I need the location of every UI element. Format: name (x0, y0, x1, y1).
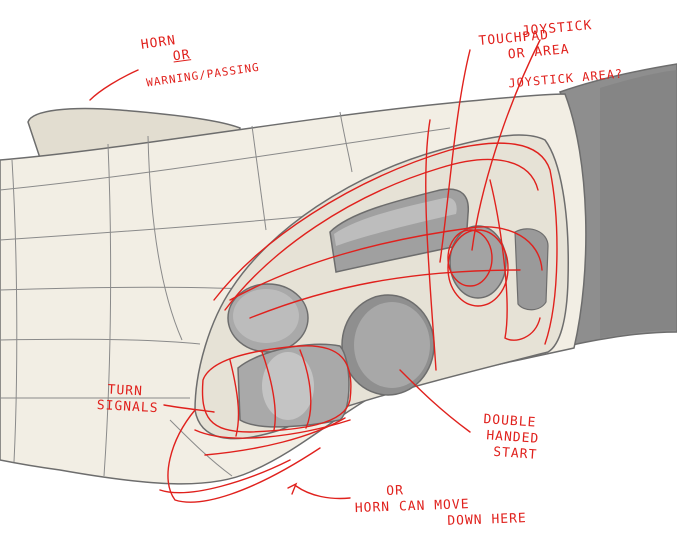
start-label: START (492, 444, 538, 463)
joystick (449, 225, 507, 299)
down-here-label: DOWN HERE (447, 511, 528, 529)
side-thumb-button (514, 228, 549, 311)
sketch-overdraw (89, 39, 558, 503)
signals-label: SIGNALS (96, 397, 159, 417)
grip-shade (600, 70, 677, 338)
annotation-turn-signals: TURN SIGNALS (96, 382, 159, 417)
annotation-double-handed-start: DOUBLE HANDED START (481, 412, 541, 464)
annotation-horn-move: OR HORN CAN MOVE DOWN HERE (355, 479, 528, 532)
annotation-touchpad: TOUCHPAD JOYSTICK OR AREA JOYSTICK AREA? (478, 18, 624, 94)
panel-lines (0, 111, 451, 477)
